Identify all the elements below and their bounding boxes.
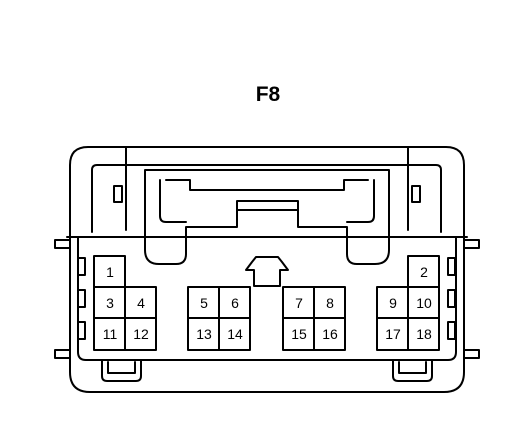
pin-label-5: 5 [200,295,208,311]
pin-label-10: 10 [416,295,432,311]
bottom-lock-tabs [101,359,433,382]
side-rib-slots [77,257,456,340]
pin-label-2: 2 [420,264,428,280]
pin-label-3: 3 [106,295,114,311]
pin-grid [93,255,440,351]
pin-label-17: 17 [385,326,401,342]
keying-notch [245,256,289,287]
pin-label-14: 14 [227,326,243,342]
connector-housing [54,146,480,393]
pin-label-8: 8 [326,295,334,311]
pin-label-12: 12 [133,326,149,342]
connector-title: F8 [256,83,281,106]
pin-label-15: 15 [291,326,307,342]
pin-label-6: 6 [231,295,239,311]
locking-latch [144,169,390,265]
pin-label-7: 7 [295,295,303,311]
pin-labels: 1 2 3 4 5 6 7 8 9 10 11 12 13 14 15 16 1… [103,264,432,342]
pin-label-11: 11 [103,326,118,342]
pin-label-18: 18 [416,326,432,342]
pin-label-13: 13 [196,326,212,342]
pin-label-9: 9 [389,295,397,311]
pin-label-4: 4 [137,295,145,311]
pin-label-16: 16 [322,326,338,342]
pin-label-1: 1 [106,264,114,280]
